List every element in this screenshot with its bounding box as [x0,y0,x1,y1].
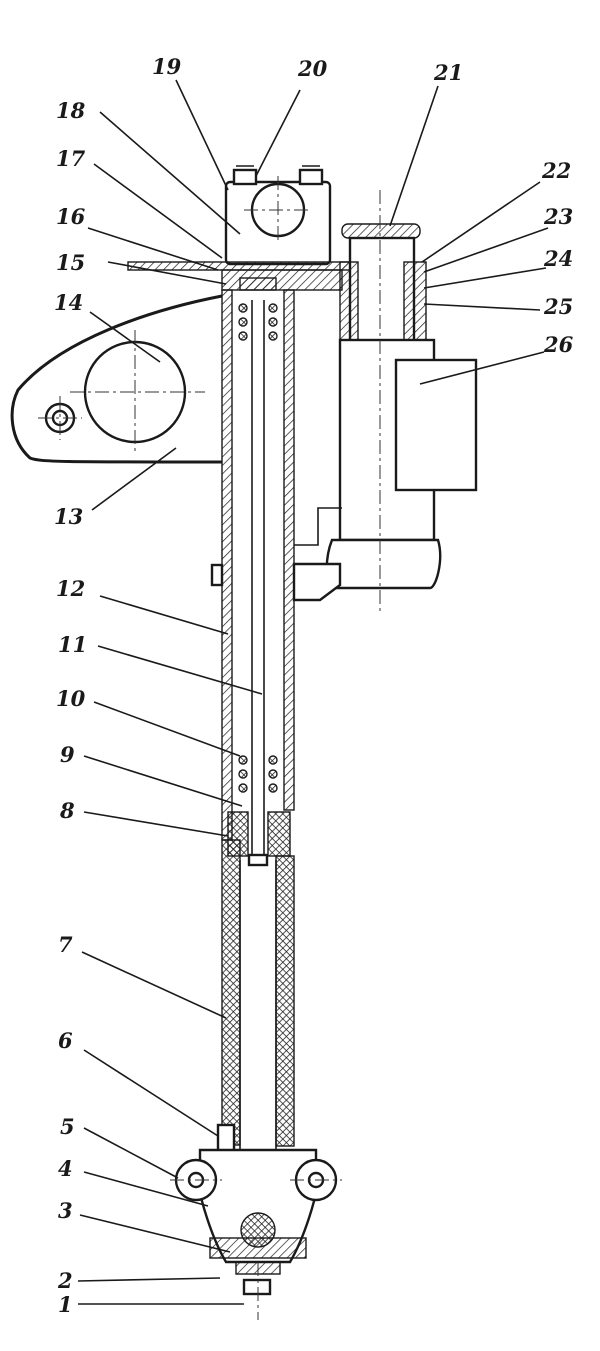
kingpin-column [292,190,478,615]
label-10: 10 [56,686,86,711]
bottom-eye [170,1148,342,1320]
label-3: 3 [58,1198,73,1223]
outer-tube [210,289,295,841]
label-9: 9 [60,742,75,767]
lower-spring [238,755,278,793]
inner-cylinder [216,839,295,1200]
label-26: 26 [543,332,574,357]
label-12: 12 [56,576,85,601]
label-15: 15 [56,250,85,275]
label-23: 23 [543,204,573,229]
label-11: 11 [58,632,87,657]
label-5: 5 [60,1114,75,1139]
label-16: 16 [56,204,86,229]
right-packing [267,811,291,857]
label-20: 20 [297,56,328,81]
label-7: 7 [58,932,73,957]
label-25: 25 [543,294,573,319]
mounting-bracket [10,294,223,464]
top-plate [127,261,353,271]
label-18: 18 [56,98,86,123]
label-22: 22 [541,158,571,183]
piston-rod [239,277,277,867]
label-24: 24 [543,246,573,271]
label-4: 4 [58,1156,73,1181]
top-clamp [224,165,332,266]
label-19: 19 [152,54,182,79]
label-1: 1 [58,1292,73,1317]
label-14: 14 [54,290,83,315]
leader-lines [77,79,549,1305]
label-2: 2 [57,1268,73,1293]
label-21: 21 [433,60,463,85]
label-13: 13 [54,504,83,529]
label-8: 8 [59,798,75,823]
upper-spring [238,303,278,341]
label-6: 6 [58,1028,73,1053]
part-labels: 1 2 3 4 5 6 7 8 9 10 11 12 13 14 15 16 1… [54,54,574,1317]
label-17: 17 [56,146,86,171]
